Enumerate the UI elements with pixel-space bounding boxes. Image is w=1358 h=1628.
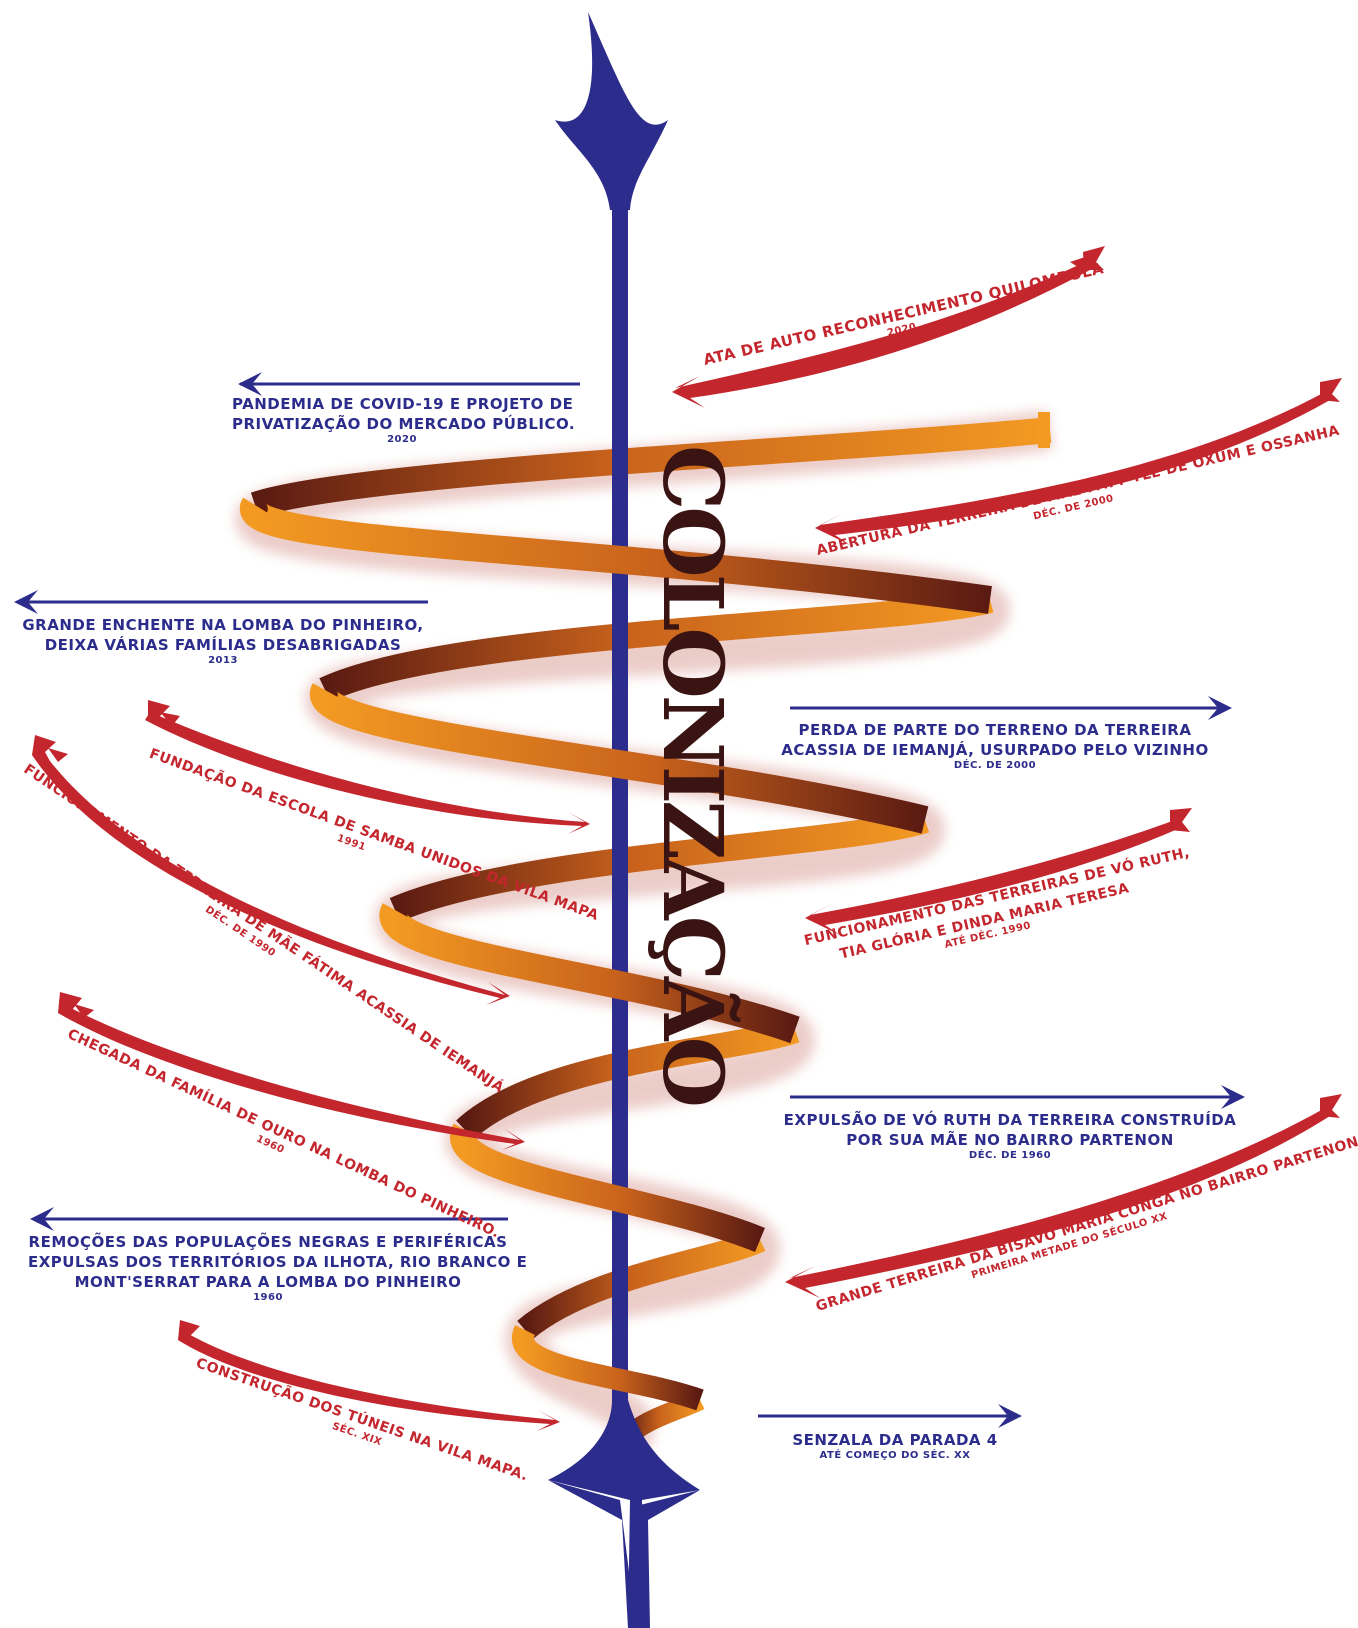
event-text: SENZALA DA PARADA 4 [792,1431,997,1449]
event-date: DÉC. DE 2000 [775,760,1215,773]
event-text: REMOÇÕES DAS POPULAÇÕES NEGRAS E PERIFÉR… [29,1233,508,1251]
blue-arrow-right [790,1085,1245,1109]
event-date: ATÉ COMEÇO DO SÉC. XX [780,1450,1010,1463]
event-text: GRANDE ENCHENTE NA LOMBA DO PINHEIRO, [22,616,423,634]
event-text: PANDEMIA DE COVID-19 E PROJETO DE [232,395,573,413]
blue-arrow-right [790,696,1232,720]
event-remocoes: REMOÇÕES DAS POPULAÇÕES NEGRAS E PERIFÉR… [28,1232,508,1305]
event-text: PRIVATIZAÇÃO DO MERCADO PÚBLICO. [232,415,575,433]
event-text: PERDA DE PARTE DO TERRENO DA TERREIRA [799,721,1192,739]
event-date: DÉC. DE 1960 [780,1150,1240,1163]
blue-arrow-right [758,1404,1022,1428]
event-date: 2020 [232,434,572,447]
event-text: POR SUA MÃE NO BAIRRO PARTENON [846,1131,1174,1149]
event-senzala: SENZALA DA PARADA 4 ATÉ COMEÇO DO SÉC. X… [780,1430,1010,1463]
blue-arrow-left [14,590,428,614]
event-text: EXPULSÃO DE VÓ RUTH DA TERREIRA CONSTRUÍ… [784,1111,1237,1129]
event-expulsao-vo-ruth: EXPULSÃO DE VÓ RUTH DA TERREIRA CONSTRUÍ… [780,1110,1240,1163]
event-text: ACASSIA DE IEMANJÁ, USURPADO PELO VIZINH… [781,741,1208,759]
blue-arrow-left [238,372,580,396]
event-text: DEIXA VÁRIAS FAMÍLIAS DESABRIGADAS [45,636,402,654]
colonizacao-title-text: COLONIZAÇÃO [644,445,740,1104]
event-date: 2013 [18,655,428,668]
event-date: 1960 [28,1292,508,1305]
event-enchente: GRANDE ENCHENTE NA LOMBA DO PINHEIRO, DE… [18,615,428,668]
event-text: EXPULSAS DOS TERRITÓRIOS DA ILHOTA, RIO … [28,1253,527,1271]
event-text: MONT'SERRAT PARA A LOMBA DO PINHEIRO [75,1273,462,1291]
event-covid: PANDEMIA DE COVID-19 E PROJETO DE PRIVAT… [232,394,572,447]
event-perda-terreno: PERDA DE PARTE DO TERRENO DA TERREIRA AC… [775,720,1215,773]
